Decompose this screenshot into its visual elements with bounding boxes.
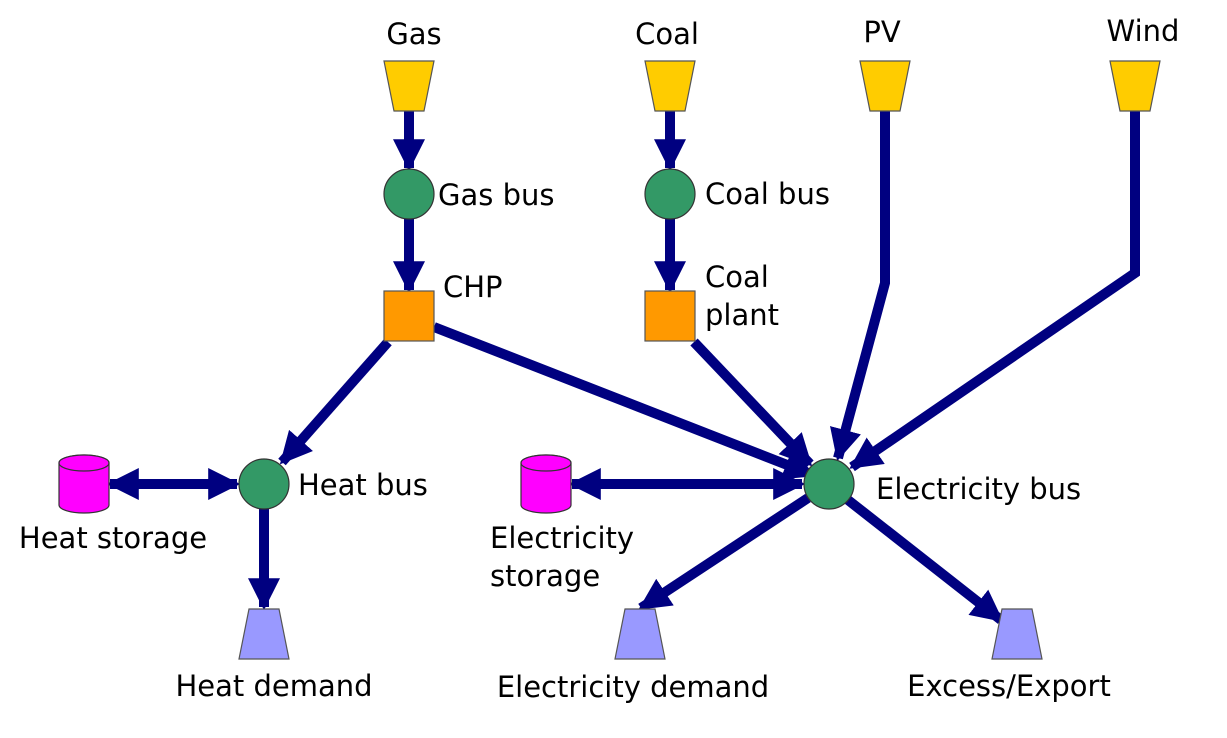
gas-bus-label: Gas bus: [438, 178, 554, 212]
excess-export-label: Excess/Export: [907, 669, 1111, 703]
heat-storage-label: Heat storage: [19, 521, 207, 555]
edge-electricity-bus-to-excess-export: [844, 496, 1005, 624]
heat-bus-circle: [238, 458, 290, 510]
gas-bus-circle: [383, 168, 435, 220]
source-pv: PV: [859, 15, 911, 112]
coal-plant-box: [644, 290, 696, 342]
source-gas: Gas: [383, 17, 442, 112]
flow-edges: [106, 111, 1140, 624]
heat-demand-label: Heat demand: [175, 669, 372, 703]
wind-source-shape: [1109, 60, 1161, 112]
gas-source-shape: [383, 60, 435, 112]
edge-wind-to-electricity-bus: [849, 111, 1140, 472]
electricity-bus-circle: [803, 458, 855, 510]
gas-bus: Gas bus: [383, 168, 554, 220]
coal-bus: Coal bus: [644, 168, 830, 220]
pv-label: PV: [863, 15, 900, 49]
heat-bus-label: Heat bus: [298, 468, 428, 502]
coal-source-shape: [644, 60, 696, 112]
storage-electricity: Electricity storage: [490, 454, 634, 593]
wind-label: Wind: [1107, 14, 1180, 48]
coal-plant-label-line-1: Coal: [705, 260, 769, 294]
excess-export-sink-shape: [991, 608, 1043, 660]
electricity-storage-label-line-1: Electricity: [490, 521, 634, 555]
coal-bus-circle: [644, 168, 696, 220]
source-wind: Wind: [1107, 14, 1180, 112]
electricity-demand-label: Electricity demand: [497, 670, 769, 704]
edge-coal-plant-to-electricity-bus: [690, 338, 814, 468]
coal-label: Coal: [635, 17, 699, 51]
sink-excess-export: Excess/Export: [907, 608, 1111, 703]
edge-chp-to-heat-bus: [278, 338, 392, 466]
electricity-bus: Electricity bus: [803, 458, 1081, 510]
electricity-demand-sink-shape: [614, 608, 666, 660]
coal-plant-label-line-2: plant: [705, 298, 779, 332]
transformer-coal-plant: Coal plant: [644, 260, 779, 342]
electricity-storage-label-line-2: storage: [490, 559, 600, 593]
chp-box: [383, 290, 435, 342]
transformer-chp: CHP: [383, 270, 503, 342]
coal-bus-label: Coal bus: [705, 177, 830, 211]
edge-electricity-bus-to-electricity-demand: [638, 493, 811, 613]
storage-heat: Heat storage: [19, 454, 207, 555]
electricity-bus-label: Electricity bus: [876, 472, 1081, 506]
gas-label: Gas: [386, 17, 441, 51]
electricity-storage-cylinder-top: [520, 454, 572, 472]
edge-pv-to-electricity-bus: [830, 111, 890, 462]
heat-demand-sink-shape: [238, 608, 290, 660]
chp-label: CHP: [443, 270, 503, 304]
sink-electricity-demand: Electricity demand: [497, 608, 769, 704]
sink-heat-demand: Heat demand: [175, 608, 373, 703]
heat-storage-cylinder-top: [58, 454, 110, 472]
pv-source-shape: [859, 60, 911, 112]
source-coal: Coal: [635, 17, 699, 112]
edge-chp-to-electricity-bus: [432, 322, 816, 480]
heat-bus: Heat bus: [238, 458, 428, 510]
